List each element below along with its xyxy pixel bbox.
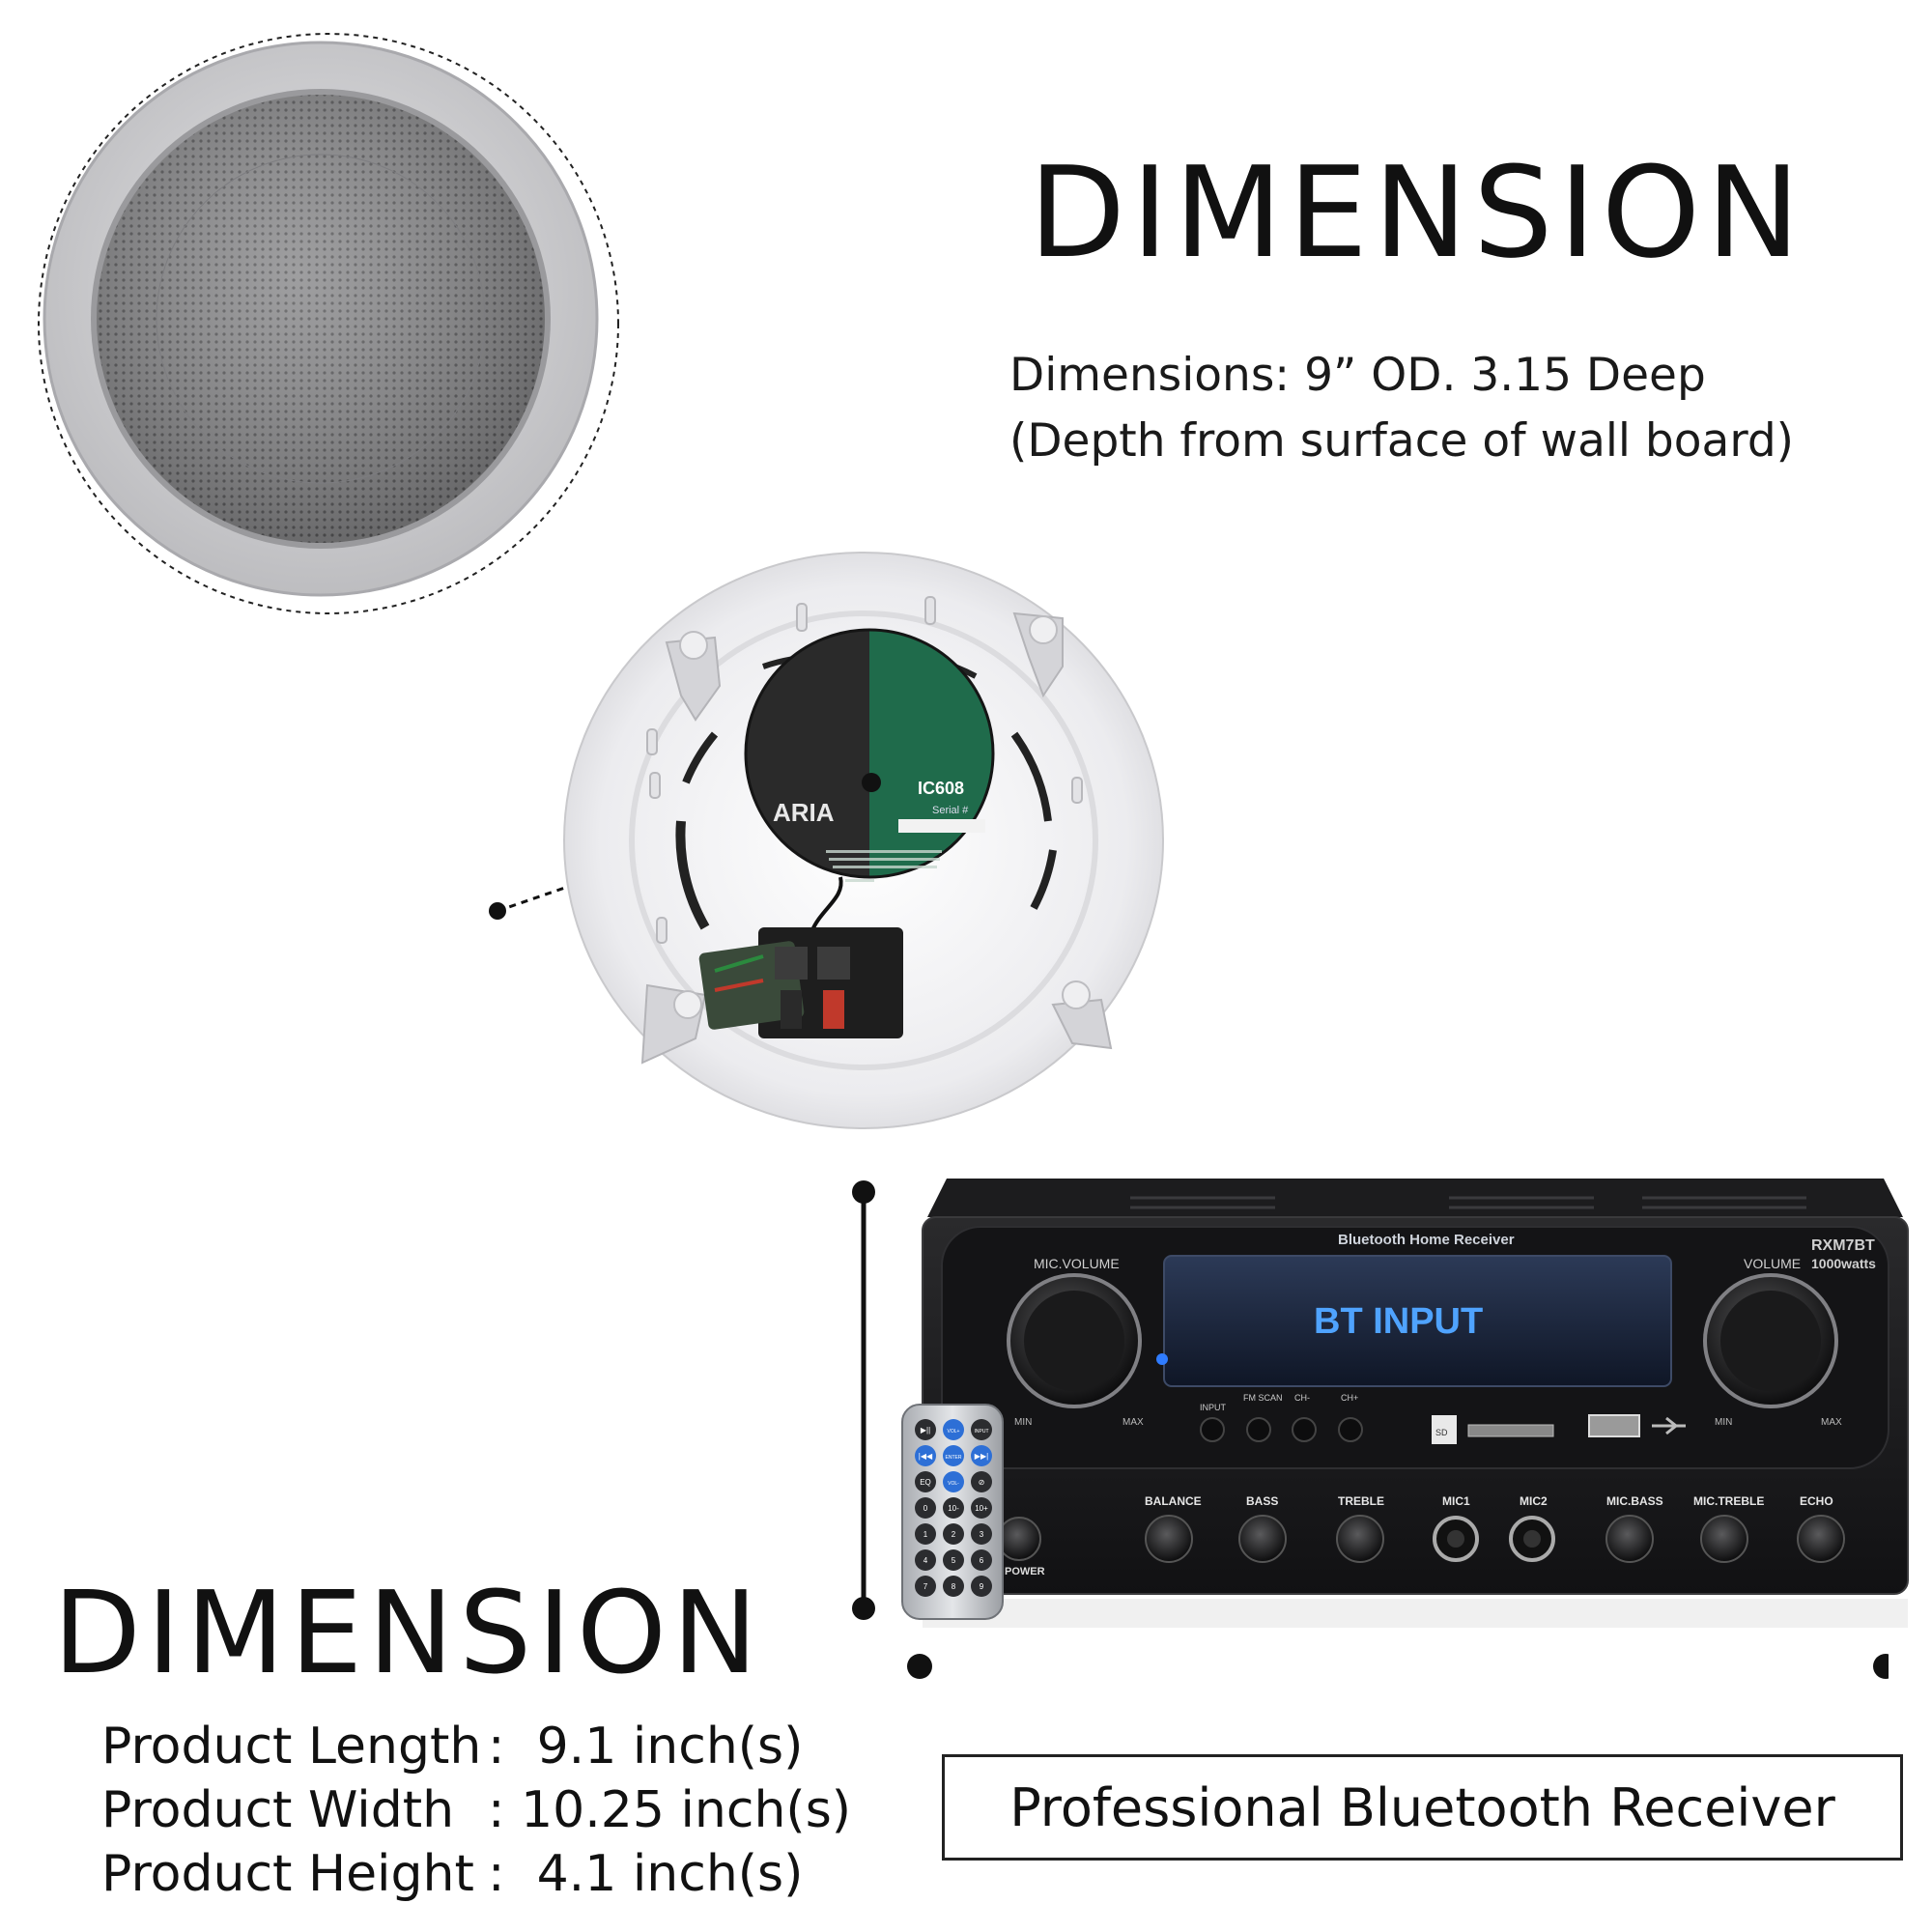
remote-image: ▶|| VOL+ INPUT |◀◀ ENTER ▶▶| EQ VOL- ⊘ 0 10- 10+ 1 2 3…	[901, 1404, 1004, 1620]
spec-width: Product Width: 10.25 inch(s)	[101, 1781, 852, 1839]
remote-key	[943, 1419, 964, 1440]
remote-key	[943, 1497, 964, 1519]
svg-text:CH-: CH-	[1294, 1393, 1310, 1403]
sd-slot	[1467, 1424, 1554, 1437]
remote-key-label: 2	[952, 1530, 956, 1539]
svg-text:MIC.BASS: MIC.BASS	[1606, 1494, 1663, 1508]
remote-key-label: 5	[952, 1556, 956, 1565]
remote-key-label: ENTER	[946, 1455, 962, 1461]
spec-length: Product Length: 9.1 inch(s)	[101, 1718, 804, 1776]
power-label: POWER	[1005, 1566, 1045, 1577]
spec-height: Product Height: 4.1 inch(s)	[101, 1845, 804, 1903]
front-knobs	[1145, 1515, 1845, 1563]
dashed-outline	[38, 33, 619, 614]
remote-key-label: |◀◀	[919, 1452, 933, 1461]
remote-key-label: ▶▶|	[975, 1452, 988, 1461]
remote-key	[915, 1523, 936, 1545]
svg-text:BASS: BASS	[1246, 1494, 1278, 1508]
front-buttons: INPUT FM SCAN CH- CH+	[1200, 1393, 1363, 1442]
remote-key-label: EQ	[920, 1478, 931, 1487]
spec-list: Product Length: 9.1 inch(s) Product Widt…	[101, 1715, 851, 1906]
remote-key	[915, 1471, 936, 1492]
bottom-heading: DIMENSION	[53, 1566, 764, 1699]
speaker-serial: Serial #	[932, 805, 969, 816]
height-dot-bottom	[852, 1597, 875, 1620]
svg-text:MAX: MAX	[1122, 1417, 1144, 1428]
receiver-power: 1000watts	[1811, 1256, 1876, 1271]
leader-dot-start	[489, 902, 506, 920]
svg-text:FM SCAN: FM SCAN	[1243, 1393, 1283, 1403]
receiver-model: RXM7BT	[1811, 1237, 1875, 1254]
remote-key	[971, 1576, 992, 1597]
lcd-text: BT INPUT	[1314, 1301, 1483, 1342]
receiver-header: Bluetooth Home Receiver	[1338, 1232, 1515, 1248]
remote-key	[971, 1445, 992, 1466]
remote-key-label: 4	[923, 1556, 928, 1565]
bluetooth-icon	[1156, 1353, 1168, 1365]
svg-text:MIC.TREBLE: MIC.TREBLE	[1693, 1494, 1764, 1508]
remote-key	[971, 1419, 992, 1440]
remote-key-label: ⊘	[979, 1478, 985, 1487]
remote-key-label: VOL+	[948, 1429, 960, 1435]
top-description-line2: (Depth from surface of wall board)	[1009, 414, 1794, 468]
remote-key	[915, 1576, 936, 1597]
caption-box: Professional Bluetooth Receiver	[942, 1754, 1903, 1861]
remote-key	[915, 1549, 936, 1571]
remote-key	[943, 1445, 964, 1466]
svg-text:MIC2: MIC2	[1520, 1494, 1548, 1508]
remote-key	[943, 1576, 964, 1597]
remote-key	[971, 1549, 992, 1571]
usb-port	[1588, 1414, 1640, 1437]
remote-key	[971, 1523, 992, 1545]
top-description-line1: Dimensions: 9” OD. 3.15 Deep	[1009, 349, 1706, 402]
remote-key	[915, 1419, 936, 1440]
svg-text:MIN: MIN	[1715, 1417, 1732, 1428]
remote-key	[943, 1523, 964, 1545]
width-dots	[907, 1654, 1889, 1679]
remote-key-label: 6	[980, 1556, 984, 1565]
volume-label: VOLUME	[1744, 1256, 1801, 1271]
svg-text:BALANCE: BALANCE	[1145, 1494, 1202, 1508]
remote-key-label: 10+	[975, 1504, 988, 1513]
remote-key	[915, 1445, 936, 1466]
remote-key-label: 8	[952, 1582, 956, 1591]
speaker-model: IC608	[918, 779, 964, 798]
svg-text:ECHO: ECHO	[1800, 1494, 1833, 1508]
svg-text:TREBLE: TREBLE	[1338, 1494, 1384, 1508]
remote-key-label: ▶||	[921, 1426, 930, 1435]
svg-text:MIN: MIN	[1014, 1417, 1032, 1428]
remote-key	[915, 1497, 936, 1519]
svg-text:INPUT: INPUT	[1200, 1403, 1227, 1412]
remote-key-label: 1	[923, 1530, 928, 1539]
remote-key-label: 3	[980, 1530, 984, 1539]
remote-key-label: VOL-	[948, 1481, 959, 1487]
svg-text:MIC1: MIC1	[1442, 1494, 1470, 1508]
mic-volume-label: MIC.VOLUME	[1034, 1256, 1120, 1271]
sd-label: SD	[1435, 1428, 1448, 1437]
lcd-display	[1163, 1255, 1672, 1387]
remote-key-label: 10-	[948, 1504, 959, 1513]
remote-key	[943, 1471, 964, 1492]
remote-key	[971, 1497, 992, 1519]
svg-text:CH+: CH+	[1341, 1393, 1358, 1403]
receiver-image: Bluetooth Home Receiver RXM7BT 1000watts…	[852, 1179, 1909, 1628]
speaker-front-image	[38, 33, 619, 614]
top-heading: DIMENSION	[1029, 139, 1806, 286]
speaker-back-image: ARIA IC608 Serial #	[489, 552, 1164, 1129]
remote-key-label: 7	[923, 1582, 928, 1591]
remote-key	[971, 1471, 992, 1492]
remote-key	[943, 1549, 964, 1571]
remote-key-label: 0	[923, 1504, 928, 1513]
caption-text: Professional Bluetooth Receiver	[1009, 1776, 1835, 1838]
remote-key-label: 9	[980, 1582, 984, 1591]
leader-dot-end	[862, 773, 881, 792]
speaker-brand: ARIA	[773, 798, 835, 827]
svg-text:MAX: MAX	[1821, 1417, 1842, 1428]
height-dot-top	[852, 1180, 875, 1204]
remote-key-label: INPUT	[975, 1429, 989, 1435]
